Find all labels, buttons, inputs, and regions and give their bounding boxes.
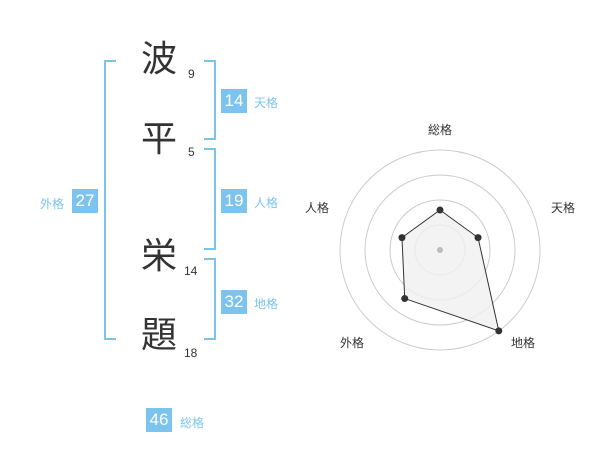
radar-label-chikaku: 地格: [511, 336, 536, 350]
soukaku-value: 46: [146, 408, 172, 432]
gaikaku-value: 27: [72, 189, 98, 213]
radar-ring: [339, 149, 541, 351]
radar-point-2: [474, 234, 482, 242]
radar-ring: [364, 174, 516, 326]
radar-label-gaikaku: 外格: [340, 336, 365, 350]
jinkaku-label: 人格: [254, 196, 279, 210]
radar-label-tenkaku: 天格: [551, 201, 576, 215]
radar-score-polygon: [401, 209, 500, 332]
tenkaku-bracket: [204, 60, 216, 140]
jinkaku-bracket: [204, 148, 216, 250]
stroke-count-3: 14: [184, 264, 198, 278]
tenkaku-value: 14: [221, 89, 247, 113]
chikaku-bracket: [204, 258, 216, 340]
name-char-3: 栄: [141, 236, 178, 277]
tenkaku-label: 天格: [254, 96, 279, 110]
radar-label-jinkaku: 人格: [305, 201, 330, 215]
soukaku-label: 総格: [180, 416, 205, 430]
radar-point-5: [398, 234, 406, 242]
radar-center: [437, 247, 443, 253]
jinkaku-value: 19: [221, 189, 247, 213]
radar-label-soukaku: 総格: [428, 123, 453, 137]
stroke-count-4: 18: [184, 346, 198, 360]
radar-point-1: [436, 206, 444, 214]
gaikaku-label: 外格: [40, 197, 65, 211]
stroke-count-2: 5: [188, 145, 195, 159]
chikaku-label: 地格: [254, 297, 279, 311]
name-char-4: 題: [141, 315, 178, 356]
stroke-count-1: 9: [188, 67, 195, 81]
radar-point-3: [495, 327, 503, 335]
radar-chart: [339, 149, 541, 351]
chikaku-value: 32: [221, 290, 247, 314]
name-char-2: 平: [141, 119, 178, 160]
name-char-1: 波: [141, 39, 178, 80]
radar-point-4: [401, 295, 409, 303]
gaikaku-bracket: [104, 60, 116, 340]
